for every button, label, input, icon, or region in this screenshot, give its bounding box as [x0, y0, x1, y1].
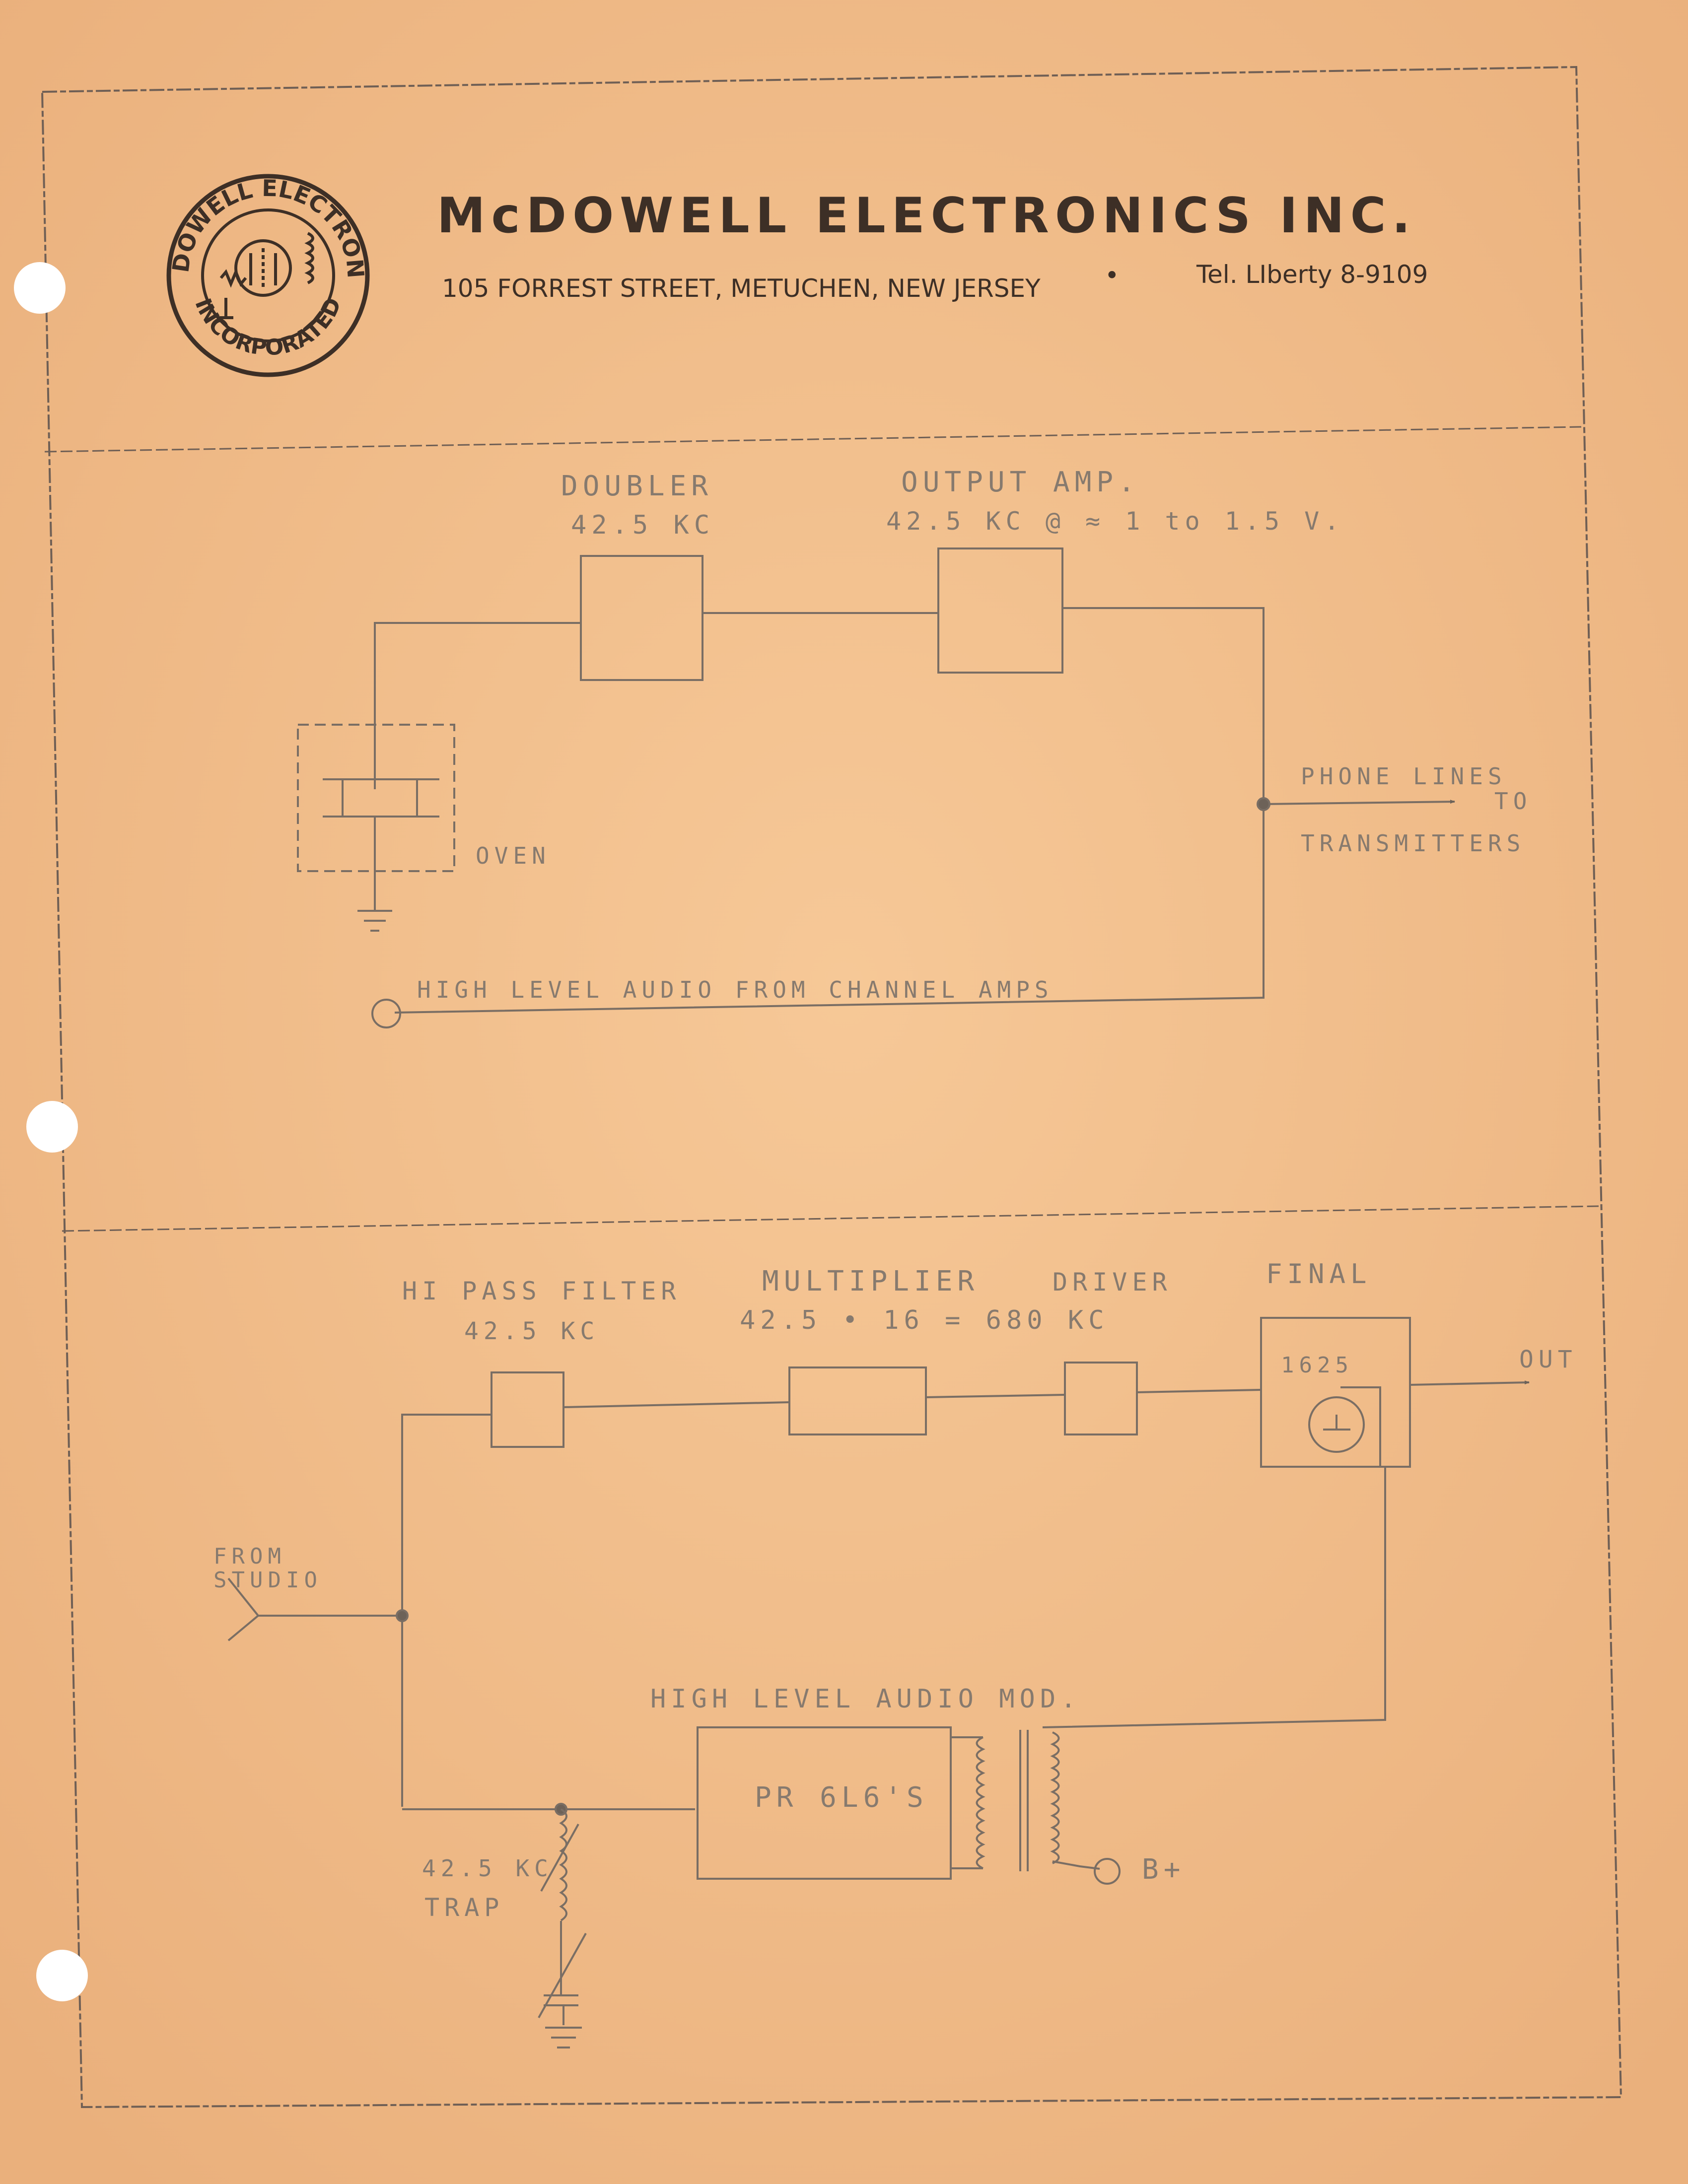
wire-left-bus [401, 1414, 492, 1807]
top-diagram [297, 547, 1455, 1028]
tube-1625-icon [1308, 1396, 1365, 1453]
from-label: FROM [213, 1544, 286, 1569]
output-amp-label: OUTPUT AMP. [901, 466, 1140, 498]
trap-coil-icon [540, 1803, 579, 1921]
final-tube-label: 1625 [1281, 1353, 1353, 1378]
modulator-tubes-label: PR 6L6'S [755, 1781, 928, 1814]
wire-final-out [1409, 1380, 1530, 1386]
binder-hole-middle [26, 1101, 78, 1153]
modulator-block [697, 1726, 952, 1880]
final-label: FINAL [1266, 1258, 1372, 1290]
hipass-filter-block [491, 1371, 564, 1448]
driver-block [1064, 1362, 1138, 1435]
section-divider-top [44, 426, 1582, 453]
wire-crystal-to-doubler [374, 622, 581, 789]
doubler-block [580, 555, 703, 681]
company-telephone: Tel. LIberty 8-9109 [1196, 260, 1428, 289]
out-label: OUT [1519, 1346, 1577, 1373]
wire-multiplier-to-driver [925, 1394, 1065, 1398]
multiplier-label: MULTIPLIER [762, 1265, 979, 1297]
section-divider-bottom [62, 1205, 1599, 1232]
trap-capacitor-icon [538, 1921, 587, 2025]
multiplier-spec: 42.5 • 16 = 680 KC [740, 1305, 1109, 1335]
trap-frequency: 42.5 KC [422, 1855, 553, 1882]
audio-input-terminal [371, 999, 401, 1028]
seal-tube-icon [218, 232, 314, 319]
bplus-terminal [1094, 1858, 1121, 1885]
hipass-filter-label: HI PASS FILTER [402, 1277, 681, 1305]
page-border [41, 66, 1622, 2109]
oven-enclosure [297, 724, 455, 872]
trap-ground-icon [545, 2027, 582, 2048]
driver-label: DRIVER [1053, 1268, 1172, 1297]
trap-label: TRAP [424, 1893, 504, 1922]
studio-label: STUDIO [213, 1568, 322, 1593]
binder-hole-top [14, 262, 66, 314]
output-amp-block [937, 547, 1063, 674]
phone-lines-label: PHONE LINES [1301, 763, 1507, 790]
company-name: McDOWELL ELECTRONICS INC. [437, 188, 1416, 244]
wire-filter-to-multiplier [563, 1401, 790, 1408]
address-bullet: • [1105, 261, 1120, 290]
wire-final-to-modulator [1042, 1386, 1386, 1728]
wire-to-phone-lines [1263, 800, 1455, 805]
multiplier-block [788, 1366, 927, 1435]
junction-dot [1257, 797, 1270, 811]
hipass-filter-frequency: 42.5 KC [464, 1317, 599, 1345]
bottom-diagram-labels: HI PASS FILTER 42.5 KC MULTIPLIER 42.5 •… [213, 1258, 1577, 1922]
doubler-frequency: 42.5 KC [571, 510, 714, 540]
top-diagram-labels: DOUBLER 42.5 KC OUTPUT AMP. 42.5 KC @ ≈ … [417, 466, 1532, 1003]
doubler-label: DOUBLER [561, 470, 713, 502]
wire-bplus [1052, 1860, 1100, 1870]
bottom-diagram [227, 1317, 1530, 2048]
oven-label: OVEN [476, 842, 551, 869]
modulator-title: HIGH LEVEL AUDIO MOD. [650, 1684, 1081, 1714]
wire-driver-to-final [1136, 1389, 1262, 1393]
ground-icon [357, 910, 392, 932]
final-block [1260, 1317, 1411, 1468]
output-amp-spec: 42.5 KC @ ≈ 1 to 1.5 V. [886, 507, 1344, 536]
binder-hole-bottom [36, 1950, 88, 2001]
studio-input-connector [227, 1577, 402, 1641]
audio-input-label: HIGH LEVEL AUDIO FROM CHANNEL AMPS [417, 976, 1054, 1003]
transmitters-label: TRANSMITTERS [1301, 830, 1525, 857]
company-address: 105 FORREST STREET, METUCHEN, NEW JERSEY [442, 274, 1041, 303]
transformer-icon [951, 1730, 1060, 1871]
to-label: TO [1494, 788, 1532, 815]
bplus-label: B+ [1142, 1853, 1185, 1886]
